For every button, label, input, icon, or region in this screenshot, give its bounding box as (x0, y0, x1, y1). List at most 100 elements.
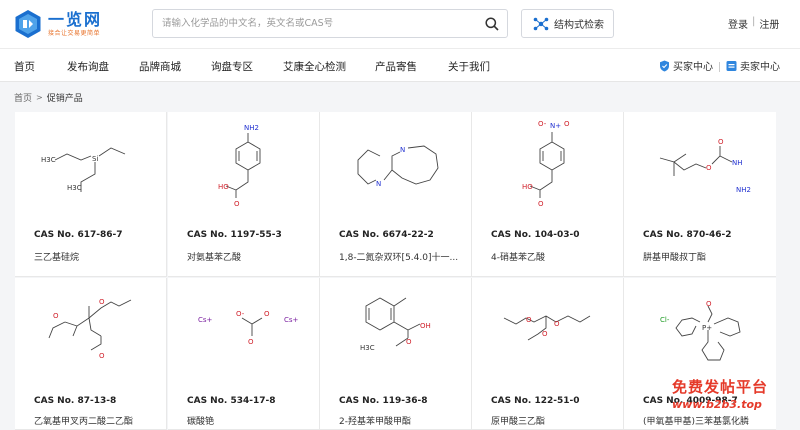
svg-text:O: O (538, 200, 544, 208)
svg-text:O: O (234, 200, 240, 208)
svg-text:H3C: H3C (360, 344, 375, 352)
watermark-line1: 免费发帖平台 (672, 378, 769, 396)
nav-testing[interactable]: 艾康全心检测 (283, 61, 346, 73)
product-card[interactable]: Cs+ O- O O Cs+ CAS No. 534-17-8 碳酸铯 (168, 278, 320, 430)
product-card[interactable]: N N CAS No. 6674-22-2 1,8-二氮杂双环[5.4.0]十一… (320, 112, 472, 277)
cas-number: CAS No. 1197-55-3 (187, 230, 282, 240)
svg-text:N: N (376, 180, 381, 188)
svg-text:O: O (53, 312, 59, 320)
site-logo[interactable]: 一览网 接合让交易更简单 (13, 6, 123, 42)
store-icon (726, 60, 737, 71)
svg-text:O-: O- (538, 120, 547, 128)
search-input[interactable] (153, 10, 477, 37)
seller-center-link[interactable]: 卖家中心 (726, 58, 780, 73)
cas-number: CAS No. 870-46-2 (643, 230, 732, 240)
product-name: 碳酸铯 (187, 417, 215, 427)
breadcrumb-home[interactable]: 首页 (14, 94, 33, 104)
breadcrumb-current: 促销产品 (46, 94, 83, 104)
search-icon (485, 16, 499, 31)
watermark: 免费发帖平台 www.b2b3.top (672, 376, 800, 416)
product-name: 三乙基硅烷 (34, 253, 80, 263)
structure-image: O O O (48, 298, 132, 360)
svg-text:N+: N+ (550, 122, 561, 130)
svg-text:HO: HO (218, 183, 229, 191)
product-card[interactable]: O- N+ O HO O CAS No. 104-03-0 4-硝基苯乙酸 (472, 112, 624, 277)
product-name: 1,8-二氮杂双环[5.4.0]十一... (339, 253, 459, 263)
logo-name: 一览网 (48, 9, 103, 29)
nav-divider (719, 62, 720, 72)
breadcrumb: 首页 > 促销产品 (14, 91, 83, 104)
cas-number: CAS No. 4009-98-7 (643, 396, 738, 406)
register-link[interactable]: 注册 (759, 20, 780, 31)
product-card[interactable]: OH O H3C CAS No. 119-36-8 2-羟基苯甲酸甲酯 (320, 278, 472, 430)
search-button[interactable] (477, 10, 507, 37)
product-card[interactable]: O O O CAS No. 87-13-8 乙氧基甲叉丙二酸二乙酯 (15, 278, 167, 430)
structure-image: O O O (503, 315, 591, 341)
nav-home[interactable]: 首页 (14, 61, 35, 73)
cas-number: CAS No. 6674-22-2 (339, 230, 434, 240)
svg-text:O: O (526, 316, 532, 324)
cas-number: CAS No. 534-17-8 (187, 396, 276, 406)
product-name: 4-硝基苯乙酸 (491, 253, 545, 263)
svg-text:O: O (264, 310, 270, 318)
cas-number: CAS No. 122-51-0 (491, 396, 580, 406)
structure-search-button[interactable]: 结构式检索 (521, 9, 614, 38)
product-grid: Si H3C H3C CAS No. 617-86-7 三乙基硅烷 NH2 HO… (15, 112, 800, 430)
nav-brand-mall[interactable]: 品牌商城 (139, 61, 181, 73)
product-card[interactable]: Si H3C H3C CAS No. 617-86-7 三乙基硅烷 (15, 112, 167, 277)
login-link[interactable]: 登录 (728, 20, 748, 31)
structure-image: NH2 HO O (218, 124, 261, 208)
product-card[interactable]: O O O CAS No. 122-51-0 原甲酸三乙酯 (472, 278, 624, 430)
svg-text:HO: HO (522, 183, 533, 191)
svg-text:O: O (248, 338, 254, 346)
svg-text:O: O (706, 164, 712, 172)
svg-text:Cs+: Cs+ (198, 316, 213, 324)
shield-icon (660, 60, 669, 71)
svg-text:NH2: NH2 (736, 186, 751, 194)
product-name: 对氨基苯乙酸 (187, 253, 242, 263)
structure-image: Si H3C H3C (41, 147, 126, 192)
search-box (152, 9, 508, 38)
structure-image: Cl- O P+ (660, 300, 741, 361)
svg-text:NH2: NH2 (244, 124, 259, 132)
nav-post-inquiry[interactable]: 发布询盘 (67, 61, 109, 73)
product-card[interactable]: Cl- O P+ CAS No. 4009-98-7 (甲氧基甲基)三苯基氯化膦 (624, 278, 776, 430)
svg-text:O: O (406, 338, 412, 346)
svg-text:NH: NH (732, 159, 743, 167)
svg-text:H3C: H3C (67, 184, 82, 192)
product-card[interactable]: NH2 HO O CAS No. 1197-55-3 对氨基苯乙酸 (168, 112, 320, 277)
cas-number: CAS No. 119-36-8 (339, 396, 428, 406)
buyer-center-link[interactable]: 买家中心 (659, 58, 713, 73)
structure-search-label: 结构式检索 (554, 20, 604, 31)
cas-number: CAS No. 104-03-0 (491, 230, 580, 240)
structure-image: Cs+ O- O O Cs+ (198, 310, 299, 346)
chevron-right-icon: > (36, 93, 43, 102)
auth-separator: | (752, 16, 756, 27)
svg-text:O: O (542, 330, 548, 338)
svg-text:O: O (718, 138, 724, 146)
nav-about[interactable]: 关于我们 (448, 61, 490, 73)
product-card[interactable]: O O NH NH2 CAS No. 870-46-2 肼基甲酸叔丁酯 (624, 112, 776, 277)
svg-text:OH: OH (420, 322, 431, 330)
structure-image: O O NH NH2 (659, 138, 751, 194)
product-name: (甲氧基甲基)三苯基氯化膦 (643, 417, 750, 427)
product-name: 肼基甲酸叔丁酯 (643, 253, 707, 263)
svg-text:N: N (400, 146, 405, 154)
product-name: 乙氧基甲叉丙二酸二乙酯 (34, 417, 134, 427)
cas-number: CAS No. 617-86-7 (34, 230, 123, 240)
product-name: 2-羟基苯甲酸甲酯 (339, 417, 411, 427)
logo-slogan: 接合让交易更简单 (48, 29, 101, 37)
svg-text:O: O (99, 352, 105, 360)
seller-center-label: 卖家中心 (740, 62, 780, 73)
logo-icon (15, 10, 41, 38)
main-nav: 首页 发布询盘 品牌商城 询盘专区 艾康全心检测 产品寄售 关于我们 买家中心 … (0, 48, 800, 82)
svg-text:Cl-: Cl- (660, 316, 670, 324)
nav-inquiry-zone[interactable]: 询盘专区 (211, 61, 253, 73)
molecule-icon (533, 17, 549, 30)
nav-consignment[interactable]: 产品寄售 (375, 61, 417, 73)
svg-text:O: O (706, 300, 712, 308)
svg-text:H3C: H3C (41, 156, 56, 164)
product-name: 原甲酸三乙酯 (491, 417, 546, 427)
structure-image: O- N+ O HO O (522, 120, 570, 208)
structure-image: OH O H3C (360, 297, 431, 352)
